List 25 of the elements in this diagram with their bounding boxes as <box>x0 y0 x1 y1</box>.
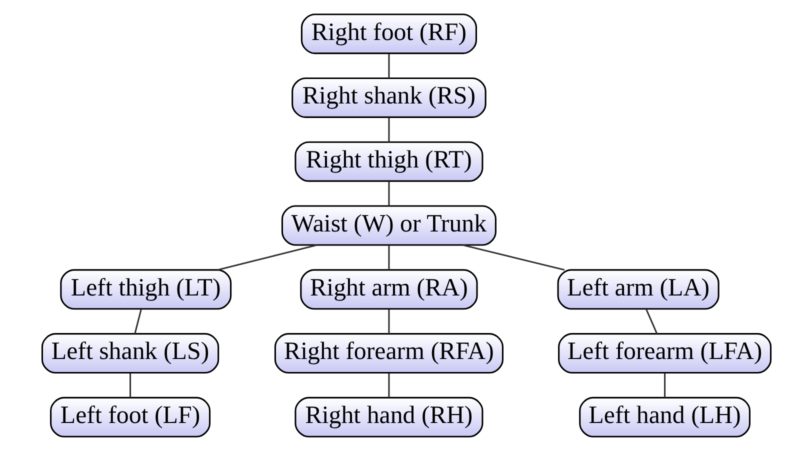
node-box: Left foot (LF) <box>50 396 210 438</box>
connector <box>388 310 390 334</box>
connector <box>388 182 390 206</box>
connector <box>388 118 390 142</box>
node-box: Left shank (LS) <box>40 333 219 374</box>
node-box: Right shank (RS) <box>291 77 486 118</box>
connector <box>645 309 658 334</box>
node-box: Left hand (LH) <box>578 396 750 438</box>
node-box: Left forearm (LFA) <box>558 333 772 374</box>
connector <box>388 373 390 398</box>
connector <box>388 246 390 270</box>
node-box: Right arm (RA) <box>300 269 478 310</box>
node-box: Left thigh (LT) <box>60 269 232 310</box>
node-box: Waist (W) or Trunk <box>280 205 496 246</box>
node-box: Right thigh (RT) <box>294 141 483 182</box>
node-box: Left arm (LA) <box>556 269 719 310</box>
connector <box>217 244 316 271</box>
node-box: Right forearm (RFA) <box>274 333 503 374</box>
connector <box>129 373 131 398</box>
node-box: Right hand (RH) <box>294 396 483 438</box>
connector <box>462 244 564 271</box>
connector <box>134 309 142 334</box>
node-box: Right foot (RF) <box>300 14 477 54</box>
connector <box>664 373 666 398</box>
connector <box>388 54 390 78</box>
